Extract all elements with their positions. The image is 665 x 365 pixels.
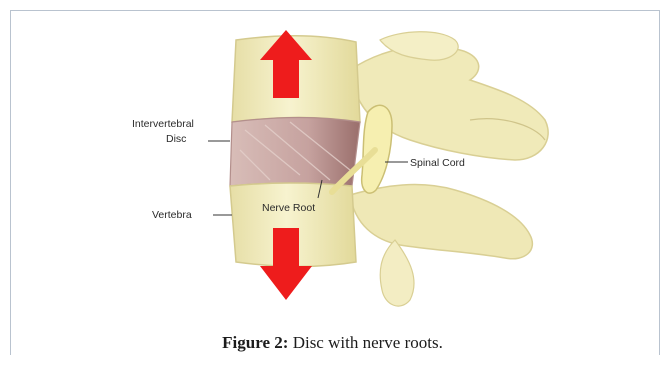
spine-illustration [0,0,665,320]
spinal-cord-label: Spinal Cord [410,157,465,169]
lower-spinous-process [350,185,532,307]
intervertebral-disc [230,118,360,187]
nerve-root-label: Nerve Root [262,202,315,214]
caption-text: Disc with nerve roots. [293,333,443,352]
figure-caption: Figure 2: Disc with nerve roots. [0,333,665,353]
vertebra-label: Vertebra [152,209,192,221]
caption-label: Figure 2: [222,333,288,352]
disc-label-line2: Disc [166,133,186,145]
disc-label-line1: Intervertebral [132,118,194,130]
